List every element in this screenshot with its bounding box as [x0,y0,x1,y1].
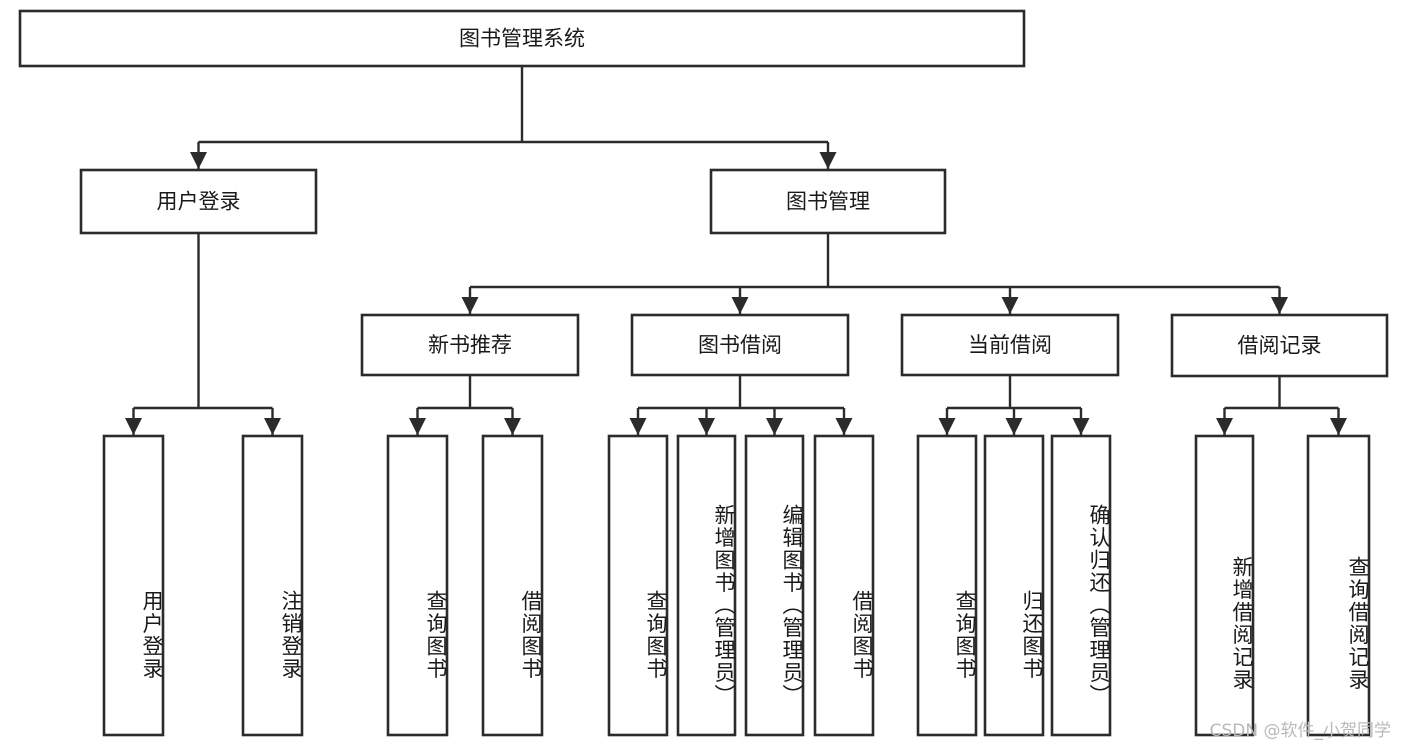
arrow-head [190,152,207,169]
arrow-head [766,418,783,435]
connector-bookmgmt-to-l3 [461,233,1288,314]
connector-current-to-leaves [938,375,1090,435]
arrow-head [731,297,749,314]
arrow-head [1330,418,1347,435]
node-box-leaf-user-login [102,434,165,737]
connector-root-to-l2 [190,66,837,169]
node-box-leaf-query-borrow-record [1306,434,1371,737]
node-box-new-book-recommend [360,313,580,377]
connector-userlogin-to-leaves [125,233,281,435]
node-label-borrow-record: 借阅记录 [1238,334,1322,358]
arrow-head [504,418,521,435]
node-box-borrow-record [1170,313,1389,378]
arrow-head [629,418,647,435]
arrow-head [1001,297,1019,314]
arrow-head [409,418,426,435]
arrow-head [1005,418,1023,435]
node-box-leaf-borrow-book [813,434,875,737]
node-label-new-book-recommend: 新书推荐 [428,333,512,357]
watermark-text: CSDN @软件_小贺同学 [1209,721,1391,741]
node-box-book-management [709,168,947,235]
node-box-leaf-logout [241,434,304,737]
arrow-head [938,418,956,435]
node-box-current-borrow [900,313,1120,377]
arrow-head [1072,418,1090,435]
boxes-layer [18,9,1389,737]
node-box-leaf-return-book [983,434,1045,737]
node-label-root: 图书管理系统 [459,27,585,51]
arrow-head [1271,297,1288,314]
node-label-user-login: 用户登录 [157,190,241,214]
node-label-book-management: 图书管理 [786,190,870,214]
node-box-leaf-add-borrow-record [1194,434,1255,737]
node-box-leaf-edit-book-admin [744,434,805,737]
node-box-book-borrow [630,313,850,377]
node-box-user-login [79,168,318,235]
arrow-head [125,418,142,435]
node-box-leaf-query-book-borrow [607,434,669,737]
arrow-head [1216,418,1233,435]
node-box-leaf-query-book-recommend [386,434,449,737]
node-box-leaf-confirm-return-admin [1050,434,1112,737]
arrow-head [835,418,853,435]
connector-recommend-to-leaves [409,375,521,435]
arrow-head [461,297,479,314]
node-box-root [18,9,1026,68]
arrow-head [698,418,715,435]
node-label-book-borrow: 图书借阅 [698,333,782,357]
arrow-head [819,152,837,169]
connector-borrow-to-leaves [629,375,853,435]
node-box-leaf-add-book-admin [676,434,737,737]
connector-record-to-leaves [1216,376,1347,435]
node-label-current-borrow: 当前借阅 [968,333,1052,357]
node-box-leaf-borrow-book-recommend [481,434,544,737]
node-box-leaf-query-book-current [916,434,978,737]
arrow-head [264,418,281,435]
connectors-layer [125,66,1347,435]
